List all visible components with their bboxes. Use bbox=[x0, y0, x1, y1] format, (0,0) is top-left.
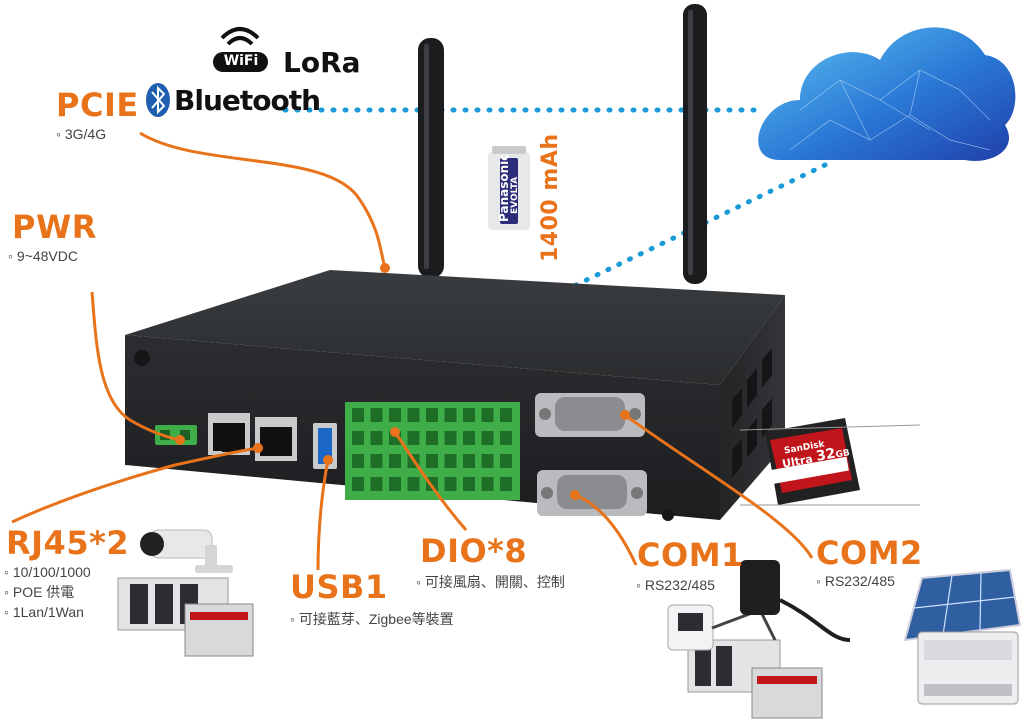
label-rj45: RJ45*2 bbox=[6, 524, 130, 562]
bullet-item: ◦ RS232/485 bbox=[816, 573, 895, 589]
dio-screw-slot bbox=[426, 454, 438, 468]
solar-panel bbox=[903, 568, 1022, 642]
ip-camera-image bbox=[140, 529, 233, 573]
dio-terminal-block bbox=[345, 402, 520, 500]
dio-screw-slot bbox=[500, 408, 512, 422]
dio-screw-slot bbox=[444, 477, 457, 491]
antenna-left bbox=[418, 38, 444, 278]
label-pwr: PWR bbox=[12, 208, 97, 246]
bullet-item: ◦ 3G/4G bbox=[56, 126, 107, 142]
wifi-icon bbox=[220, 27, 260, 46]
wifi-text: WiFi bbox=[223, 53, 259, 69]
dio-screw-slot bbox=[407, 408, 420, 422]
dio-screw-slot bbox=[370, 431, 383, 445]
rj45-port-2 bbox=[255, 417, 297, 461]
label-dio8: DIO*8 bbox=[420, 532, 528, 570]
dio-screw-slot bbox=[370, 454, 383, 468]
bullet-item: ◦ 10/100/1000 bbox=[4, 564, 91, 580]
antenna-right bbox=[683, 4, 707, 284]
bullet-item: ◦ 可接藍芽、Zigbee等裝置 bbox=[290, 611, 454, 627]
battery-icon bbox=[488, 146, 530, 230]
sensor-device bbox=[667, 604, 777, 651]
dio-screw-slot bbox=[444, 454, 457, 468]
dio-screw-slot bbox=[500, 477, 512, 491]
list-pcie: ◦ 3G/4G bbox=[56, 124, 106, 144]
dio-screw-slot bbox=[444, 431, 457, 445]
dio-screw-slot bbox=[370, 477, 383, 491]
dio-screw-slot bbox=[352, 477, 364, 491]
list-com1: ◦ RS232/485 bbox=[636, 575, 715, 595]
bullet-item: ◦ 1Lan/1Wan bbox=[4, 604, 84, 620]
dio-screw-slot bbox=[389, 408, 401, 422]
plc-device-left bbox=[117, 577, 254, 657]
label-pcie: PCIE bbox=[56, 86, 139, 124]
dio-screw-slot bbox=[463, 454, 475, 468]
dio-screw-slot bbox=[481, 408, 494, 422]
dio-screw-slot bbox=[389, 454, 401, 468]
callout-lines bbox=[11, 131, 814, 571]
list-usb1: ◦ 可接藍芽、Zigbee等裝置 bbox=[290, 609, 454, 629]
battery-brand: Panasonic bbox=[497, 153, 511, 222]
bluetooth-icon bbox=[146, 83, 170, 117]
dio-screw-slot bbox=[500, 431, 512, 445]
bullet-item: ◦ 9~48VDC bbox=[8, 248, 78, 264]
rj45-port-1 bbox=[208, 413, 250, 455]
list-com2: ◦ RS232/485 bbox=[816, 571, 895, 591]
sd-card bbox=[765, 418, 860, 505]
bullet-item: ◦ POE 供電 bbox=[4, 584, 75, 600]
power-adapter bbox=[740, 560, 851, 642]
dio-screw-slot bbox=[426, 408, 438, 422]
plc-device-right bbox=[687, 639, 823, 719]
dio-screw-slot bbox=[407, 431, 420, 445]
dio-screw-slot bbox=[407, 477, 420, 491]
bullet-item: ◦ 可接風扇、開關、控制 bbox=[416, 574, 565, 590]
dio-screw-slot bbox=[389, 477, 401, 491]
battery-capacity: 1400 mAh bbox=[538, 133, 563, 262]
dio-screw-slot bbox=[463, 408, 475, 422]
list-dio8: ◦ 可接風扇、開關、控制 bbox=[416, 572, 565, 592]
dio-screw-slot bbox=[370, 408, 383, 422]
dio-screw-slot bbox=[481, 477, 494, 491]
dio-screw-slot bbox=[352, 431, 364, 445]
label-usb1: USB1 bbox=[290, 568, 388, 606]
bluetooth-logo: Bluetooth bbox=[174, 84, 321, 117]
label-com2: COM2 bbox=[816, 534, 923, 572]
dio-screw-slot bbox=[426, 431, 438, 445]
bullet-item: ◦ RS232/485 bbox=[636, 577, 715, 593]
dio-screw-slot bbox=[463, 477, 475, 491]
dio-screw-slot bbox=[481, 454, 494, 468]
lora-logo: LoRa bbox=[283, 46, 361, 79]
label-com1: COM1 bbox=[637, 536, 744, 574]
dio-screw-slot bbox=[352, 454, 364, 468]
screw-hole-icon bbox=[134, 350, 150, 366]
wifi-badge bbox=[213, 52, 268, 72]
dio-screw-slot bbox=[463, 431, 475, 445]
dio-screw-slot bbox=[481, 431, 494, 445]
dio-screw-slot bbox=[444, 408, 457, 422]
battery-model: EVOLTA bbox=[510, 176, 520, 214]
dio-screw-slot bbox=[352, 408, 364, 422]
list-rj45: ◦ 10/100/1000 ◦ POE 供電 ◦ 1Lan/1Wan bbox=[4, 562, 91, 622]
com1-db9-port bbox=[537, 470, 647, 516]
dio-screw-slot bbox=[500, 454, 512, 468]
power-meter-device bbox=[917, 631, 1019, 705]
list-pwr: ◦ 9~48VDC bbox=[8, 246, 78, 266]
cloud-icon bbox=[758, 27, 1016, 161]
com2-db9-port bbox=[535, 393, 645, 437]
